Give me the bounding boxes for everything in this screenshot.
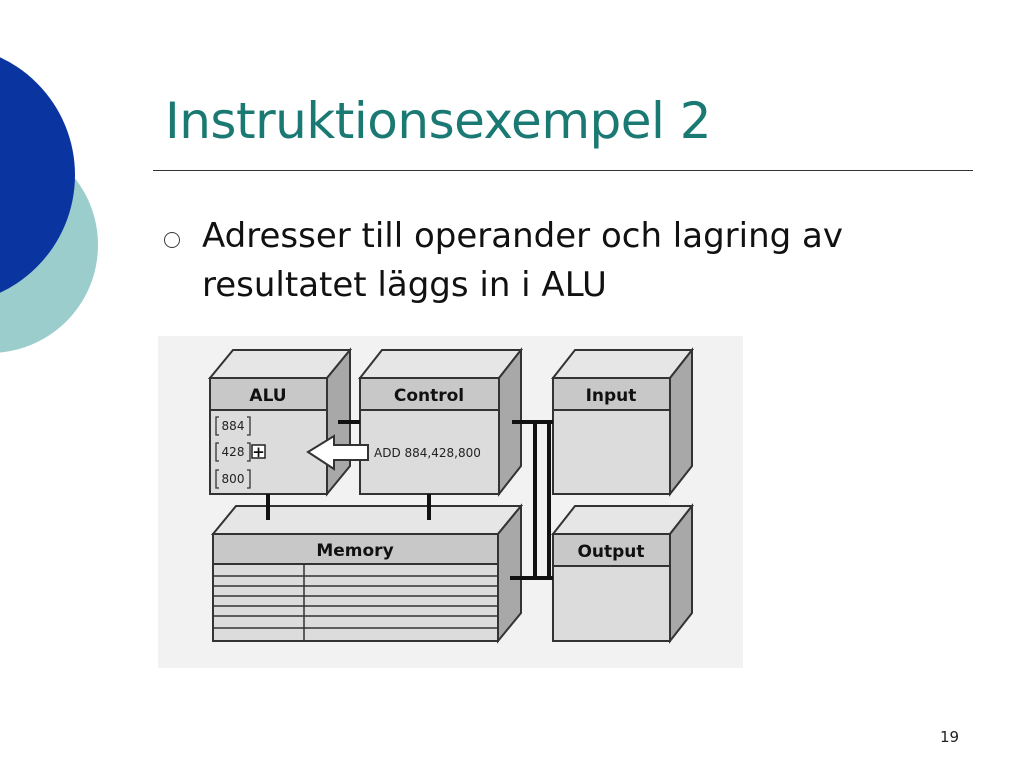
output-box: Output	[550, 503, 695, 644]
title-divider	[153, 170, 973, 171]
alu-register-3: 800	[222, 472, 245, 486]
slide-title: Instruktionsexempel 2	[165, 92, 712, 150]
control-box: Control ADD 884,428,800	[357, 347, 524, 497]
input-label: Input	[586, 386, 637, 406]
alu-register-1: 884	[222, 419, 245, 433]
memory-box: Memory	[210, 503, 524, 644]
register-brackets	[215, 416, 251, 489]
circle-bullet-icon	[164, 232, 180, 248]
light-teal-circle	[0, 137, 98, 353]
dark-blue-circle	[0, 57, 75, 293]
bullet-text: Adresser till operander och lagring av r…	[202, 216, 843, 305]
memory-cells	[213, 564, 498, 641]
page-number: 19	[940, 728, 960, 746]
alu-label: ALU	[249, 386, 286, 406]
input-box: Input	[550, 347, 695, 497]
control-label: Control	[394, 386, 464, 406]
arrow-left-icon	[306, 434, 369, 471]
memory-label: Memory	[316, 541, 393, 561]
system-bus	[266, 420, 553, 580]
plus-box	[251, 444, 266, 459]
instruction-text: ADD 884,428,800	[374, 446, 481, 460]
computer-architecture-diagram: ALU 884 428 800 + Control ADD 884,428,80…	[158, 336, 743, 668]
alu-register-2: 428	[222, 445, 245, 459]
output-label: Output	[577, 542, 644, 562]
plus-symbol: +	[252, 443, 265, 461]
alu-box: ALU 884 428 800 +	[207, 347, 353, 497]
